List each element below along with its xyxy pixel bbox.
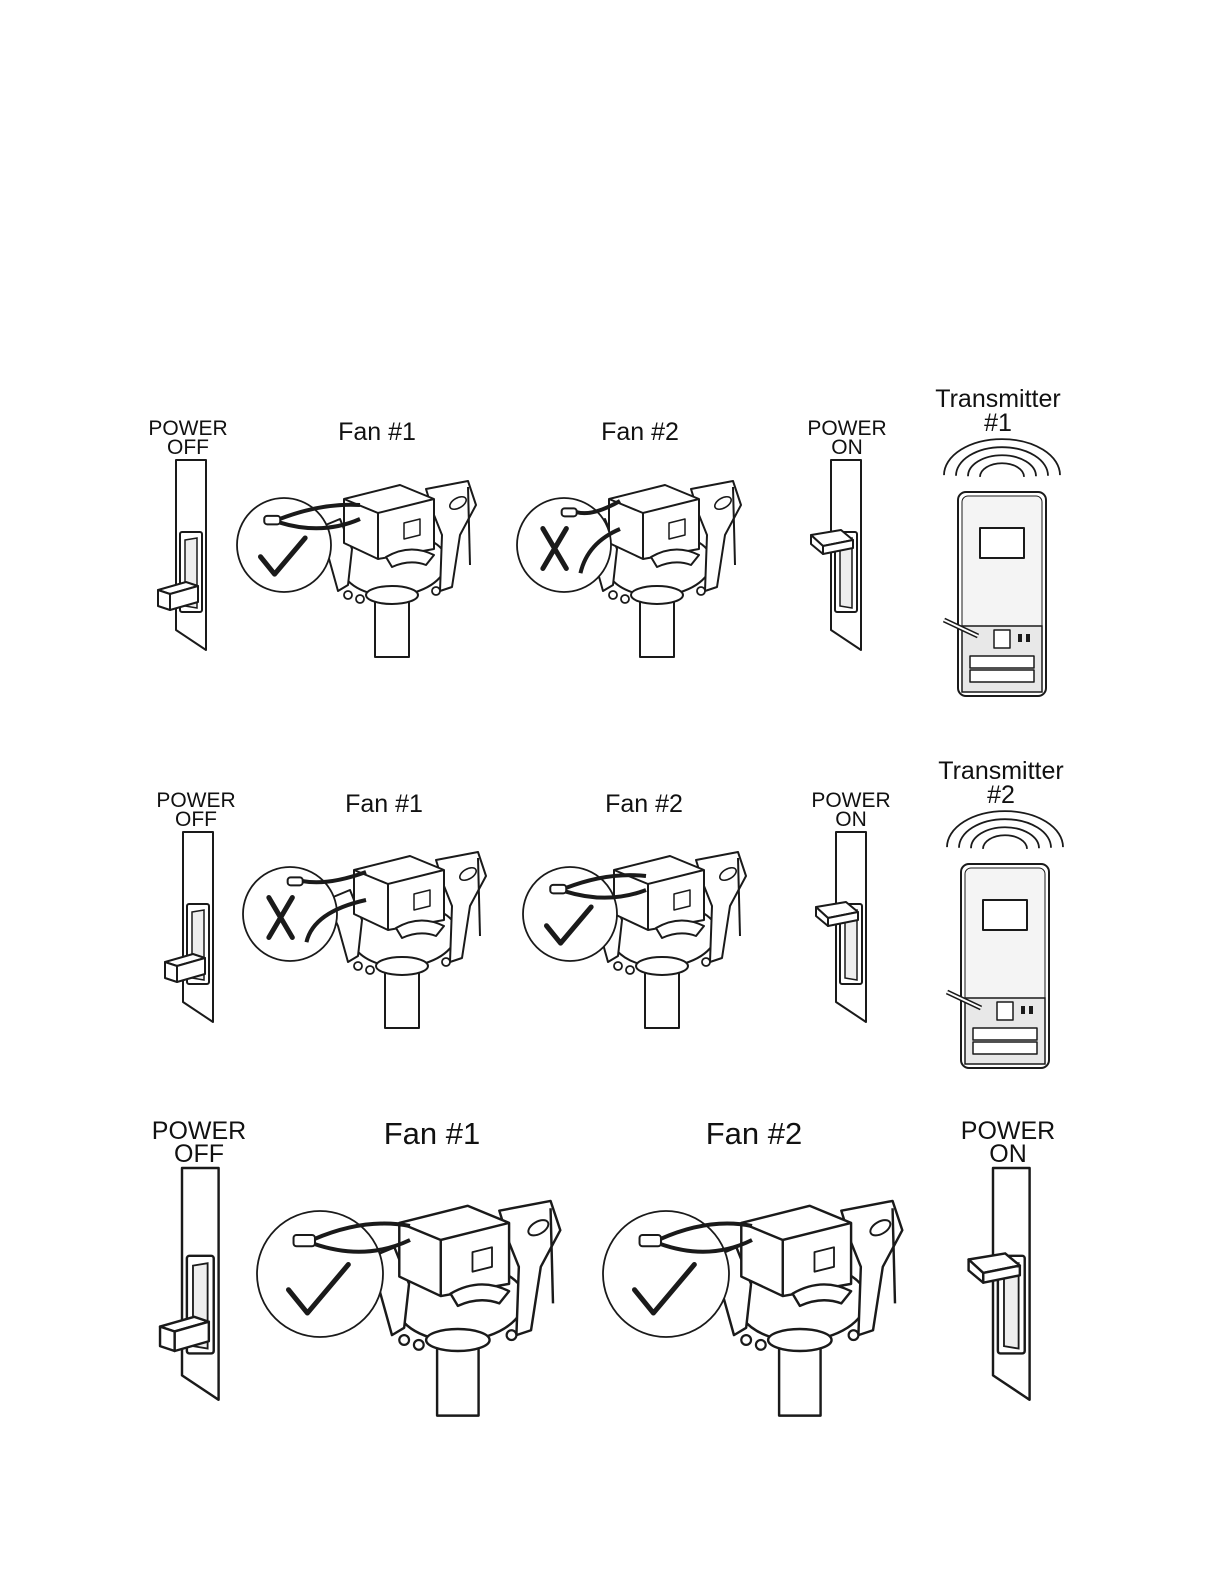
wall-switch-on-icon bbox=[969, 1168, 1030, 1400]
signal-waves-icon bbox=[944, 439, 1060, 477]
wall-switch-off-icon bbox=[158, 460, 206, 650]
ceiling-fan-receiver-icon bbox=[316, 481, 476, 657]
wall-switch-off-icon bbox=[165, 832, 213, 1022]
ceiling-fan-receiver-icon bbox=[707, 1201, 902, 1416]
ceiling-fan-receiver-icon bbox=[365, 1201, 560, 1416]
signal-waves-icon bbox=[947, 811, 1063, 849]
remote-transmitter-icon bbox=[944, 439, 1060, 696]
wall-switch-off-icon bbox=[160, 1168, 219, 1400]
wall-switch-on-icon bbox=[811, 460, 861, 650]
wall-switch-on-icon bbox=[816, 832, 866, 1022]
remote-transmitter-icon bbox=[947, 811, 1063, 1068]
